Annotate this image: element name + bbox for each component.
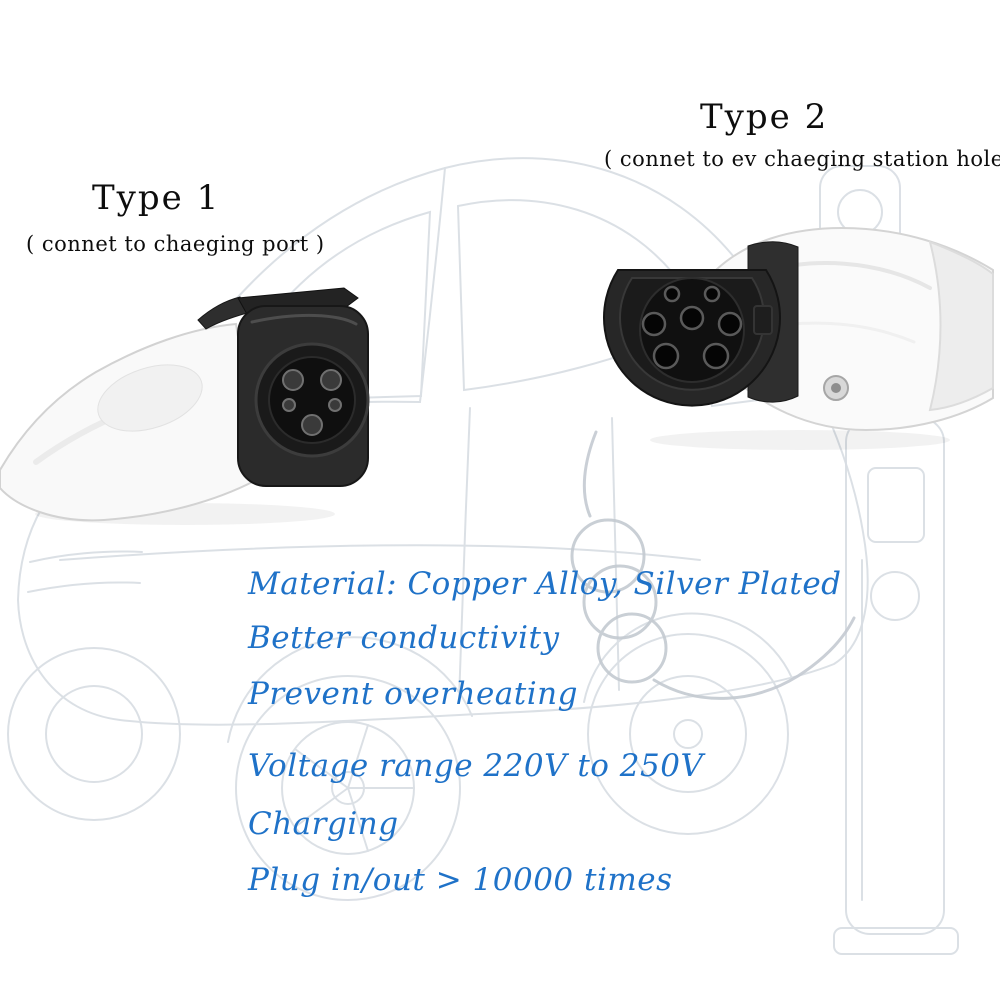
car-grille-lines: [27, 550, 143, 593]
rear-wheel: [587, 633, 789, 835]
car-door-line-rear: [611, 417, 620, 691]
front-wheel-arch: [227, 636, 473, 743]
car-side-crease: [59, 544, 701, 561]
station-post: [845, 417, 945, 935]
wireframe-car: [7, 157, 869, 901]
station-base: [833, 927, 959, 955]
type1-subtitle: ( connet to chaeging port ): [26, 232, 325, 256]
feature-line-conductivity: Better conductivity: [248, 620, 560, 656]
coiled-cable: [570, 430, 856, 700]
station-cable-hook: [870, 571, 920, 621]
type1-title: Type 1: [92, 178, 221, 218]
type2-title: Type 2: [700, 97, 829, 137]
type2-keyway-notch: [753, 305, 773, 335]
type2-subtitle: ( connet to ev chaeging station hole): [604, 147, 1000, 171]
type2-grip-end: [928, 240, 994, 412]
feature-line-charging: Charging: [248, 806, 399, 842]
car-door-line-front: [458, 407, 471, 701]
front-wheel: [235, 675, 461, 901]
type1-head-highlight: [250, 313, 358, 326]
type2-shadow: [650, 430, 950, 450]
feature-line-voltage: Voltage range 220V to 250V: [248, 748, 704, 784]
far-side-wheel: [7, 647, 181, 821]
type1-pins: [282, 369, 342, 436]
type2-plug-image: [603, 226, 994, 450]
type2-button-center: [831, 383, 841, 393]
type1-plug-image: [0, 287, 370, 525]
type2-pins: [641, 285, 743, 370]
station-screen: [867, 467, 925, 543]
type1-handle-indent: [97, 364, 203, 432]
feature-line-plug-cycles: Plug in/out > 10000 times: [248, 862, 673, 898]
rear-wheel-arch: [583, 612, 793, 703]
feature-line-material: Material: Copper Alloy, Silver Plated: [248, 566, 842, 602]
feature-line-overheating: Prevent overheating: [248, 676, 578, 712]
